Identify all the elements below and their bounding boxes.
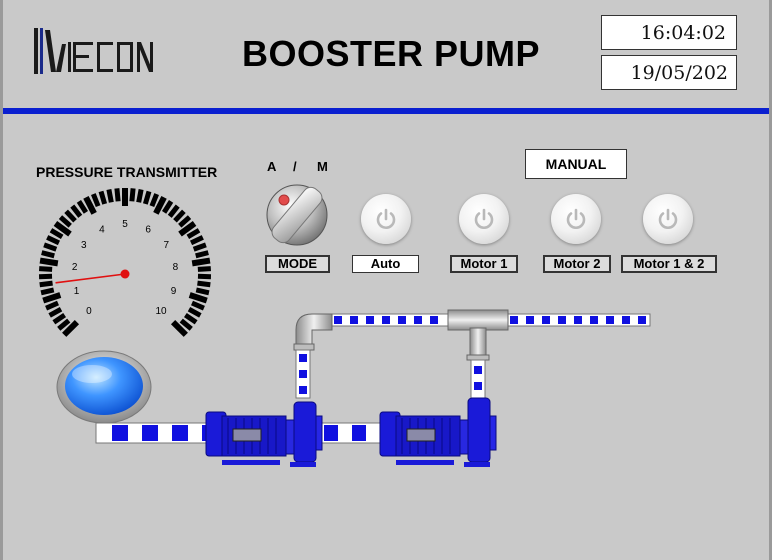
motor1-power-button[interactable] bbox=[459, 194, 509, 244]
gauge-needle bbox=[55, 273, 126, 284]
gauge-minor-tick bbox=[129, 188, 136, 202]
auto-power-button[interactable] bbox=[361, 194, 411, 244]
gauge-tick-label: 5 bbox=[122, 219, 128, 230]
gauge-major-tick bbox=[153, 196, 167, 215]
gauge-minor-tick bbox=[167, 204, 180, 218]
gauge-minor-tick bbox=[191, 300, 205, 311]
gauge-major-tick bbox=[191, 257, 211, 267]
gauge-tick-label: 0 bbox=[86, 306, 92, 317]
gauge-minor-tick bbox=[58, 215, 72, 228]
gauge-major-tick bbox=[39, 257, 59, 267]
gauge-minor-tick bbox=[173, 209, 186, 223]
gauge-minor-tick bbox=[43, 242, 58, 252]
gauge-minor-tick bbox=[48, 306, 63, 318]
gauge-major-tick bbox=[42, 292, 62, 304]
manual-indicator-label: M bbox=[317, 159, 328, 174]
gauge-minor-tick bbox=[57, 318, 71, 331]
gauge-minor-tick bbox=[98, 190, 108, 205]
gauge-major-tick bbox=[83, 196, 97, 215]
gauge-minor-tick bbox=[187, 306, 202, 318]
motor2-power-button[interactable] bbox=[551, 194, 601, 244]
gauge-major-tick bbox=[188, 292, 208, 304]
gauge-label: PRESSURE TRANSMITTER bbox=[36, 164, 218, 180]
gauge-minor-tick bbox=[64, 209, 77, 223]
gauge-minor-tick bbox=[46, 235, 61, 246]
gauge-major-tick bbox=[178, 221, 197, 237]
gauge-minor-tick bbox=[192, 242, 207, 252]
mode-separator: / bbox=[293, 159, 297, 174]
gauge-minor-tick bbox=[52, 312, 67, 325]
gauge-tick-label: 6 bbox=[145, 225, 151, 236]
gauge-minor-tick bbox=[197, 280, 211, 288]
gauge-minor-tick bbox=[45, 300, 59, 311]
gauge-minor-tick bbox=[114, 188, 121, 202]
pump-2 bbox=[379, 397, 497, 467]
gauge-minor-tick bbox=[106, 189, 114, 203]
gauge-minor-tick bbox=[179, 318, 193, 331]
header-divider bbox=[3, 108, 769, 114]
gauge-tick-label: 4 bbox=[99, 225, 105, 236]
gauge-minor-tick bbox=[162, 200, 174, 214]
page-title: BOOSTER PUMP bbox=[242, 33, 541, 74]
gauge-minor-tick bbox=[91, 193, 101, 208]
gauge-minor-tick bbox=[40, 287, 55, 296]
gauge-minor-tick bbox=[186, 228, 201, 239]
time-display: 16:04:02 bbox=[601, 15, 737, 50]
pump-1 bbox=[205, 401, 323, 467]
gauge-major-tick bbox=[53, 221, 72, 237]
gauge-minor-tick bbox=[39, 280, 53, 288]
gauge-tick-label: 8 bbox=[173, 262, 179, 273]
gauge-minor-tick bbox=[195, 287, 210, 296]
motor1-2-label: Motor 1 & 2 bbox=[621, 255, 717, 273]
gauge-minor-tick bbox=[195, 250, 209, 259]
wecon-logo bbox=[34, 28, 153, 74]
gauge-minor-tick bbox=[189, 235, 204, 246]
manual-status-label: MANUAL bbox=[525, 149, 627, 179]
gauge-minor-tick bbox=[41, 250, 55, 259]
motor2-label: Motor 2 bbox=[543, 255, 611, 273]
gauge-minor-tick bbox=[39, 266, 53, 272]
gauge-needle-hub bbox=[120, 269, 130, 279]
gauge-tick-label: 10 bbox=[155, 306, 167, 317]
gauge-minor-tick bbox=[142, 190, 152, 205]
gauge-major-tick bbox=[62, 319, 80, 337]
gauge-tick-label: 1 bbox=[74, 286, 80, 297]
mode-tag: MODE bbox=[265, 255, 330, 273]
gauge-tick-label: 3 bbox=[81, 240, 87, 251]
gauge-minor-tick bbox=[136, 189, 144, 203]
date-display: 19/05/202 bbox=[601, 55, 737, 90]
power-icon bbox=[474, 208, 494, 229]
gauge-minor-tick bbox=[149, 193, 159, 208]
gauge-minor-tick bbox=[49, 228, 64, 239]
auto-label: Auto bbox=[352, 255, 419, 273]
gauge-minor-tick bbox=[76, 200, 88, 214]
gauge-minor-tick bbox=[178, 215, 192, 228]
motor1-2-power-button[interactable] bbox=[643, 194, 693, 244]
power-icon bbox=[566, 208, 586, 229]
gauge-major-tick bbox=[170, 319, 188, 337]
gauge-minor-tick bbox=[70, 204, 83, 218]
gauge-minor-tick bbox=[183, 312, 198, 325]
gauge-tick-label: 2 bbox=[72, 262, 78, 273]
gauge-minor-tick bbox=[197, 266, 211, 272]
water-tank bbox=[56, 350, 152, 424]
gauge-tick-label: 9 bbox=[171, 286, 177, 297]
power-icon bbox=[658, 208, 678, 229]
power-icon bbox=[376, 208, 396, 229]
auto-indicator-label: A bbox=[267, 159, 277, 174]
motor1-label: Motor 1 bbox=[450, 255, 518, 273]
gauge-tick-label: 7 bbox=[163, 240, 169, 251]
